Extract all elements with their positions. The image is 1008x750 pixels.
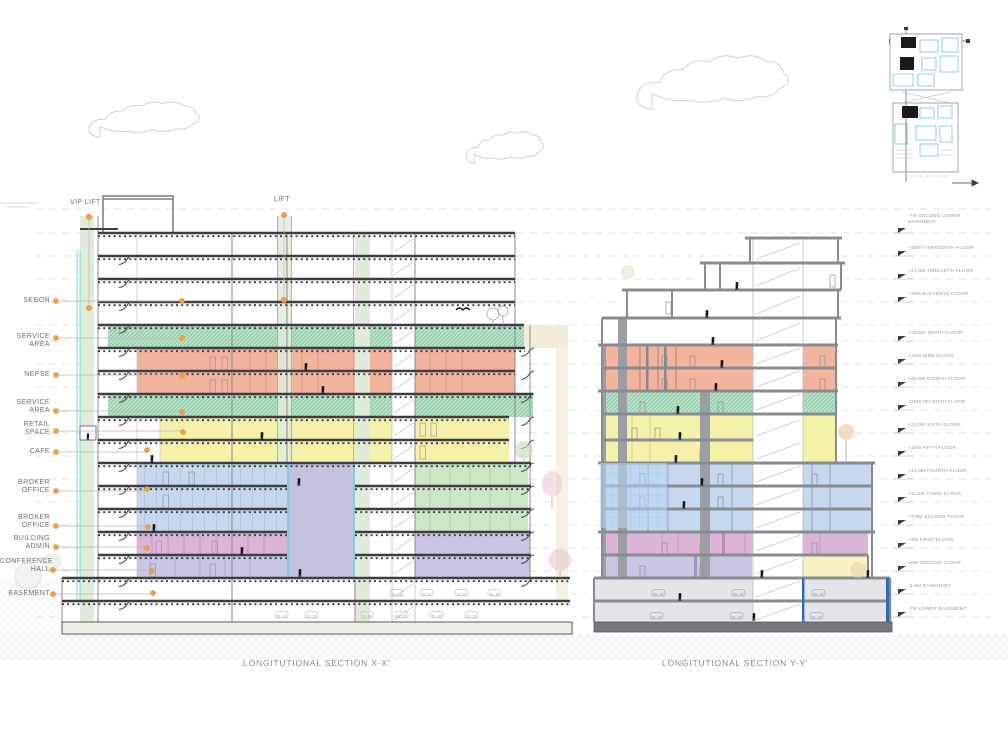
room-label-sebon: SEBON [23,297,50,304]
level-label: ±0M GROUND FLOOR [908,561,962,566]
room-label-basement: BASEMENT [8,590,50,597]
room-label-conference-hall: CONFERENCE HALL [0,558,54,573]
lift-label: LIFT [274,196,290,203]
level-label: -7M SECOND LOWER BASEMENT [908,214,961,225]
caption-section-xx: LONGITUTIONAL SECTION X-X' [243,658,391,668]
level-label: +46M THIRTEENTH FLOOR [908,246,974,251]
vip-lift-label: VIP LIFT [70,199,101,206]
caption-section-yy: LONGITUTIONAL SECTION Y-Y' [662,658,809,668]
bird-icon [455,307,471,312]
room-label-nepse: NEPSE [24,371,50,378]
ground-hatch [0,578,1008,660]
room-label-broker-office-2: BROKER OFFICE [18,514,50,529]
level-label: -7M LOWER BASEMENT [908,607,967,612]
level-label: +14.0M FOURTH FLOOR [908,469,968,474]
trees [14,265,866,590]
level-markers [893,228,914,618]
level-label: +7.5M SECOND FLOOR [908,515,965,520]
level-label: +32M NINE FLOOR [908,354,954,359]
section-xx [61,195,573,635]
level-label: +4M FIRST FLOOR [908,538,954,543]
level-label: -3.5M BASEMENT [908,584,951,589]
level-label: +35.5M TENTH FLOOR [908,331,963,336]
level-label: +42.0M TWELVETH FLOOR [908,269,974,274]
level-label: +11.5M THIRD FLOOR [908,492,962,497]
room-label-service-area-1: SERVICE AREA [16,333,50,348]
level-label: +21.0M SIXTH FLOOR [908,423,962,428]
level-label: +39M ELEVENTH FLOOR [908,292,969,297]
level-label: +18M FIFTH FLOOR [908,446,957,451]
scale-mark-icon [952,179,979,187]
lift-dot-icon [281,211,288,218]
level-label: +25M SEVENTH FLOOR [908,400,966,405]
room-label-building-admin: BUILDING ADMIN [13,535,50,550]
room-label-retail-space: RETAIL SPACE [23,421,50,436]
room-label-service-area-2: SERVICE AREA [16,399,50,414]
label-leaders [53,217,285,595]
vip-lift-dot-icon [85,213,92,220]
sky-clouds [0,54,790,208]
room-label-cafe: CAFE [29,448,50,455]
room-label-broker-office-1: BROKER OFFICE [18,479,50,494]
level-label: +28.5M EIGHTH FLOOR [908,377,966,382]
marker-dots [50,211,288,597]
key-plan [889,27,979,187]
